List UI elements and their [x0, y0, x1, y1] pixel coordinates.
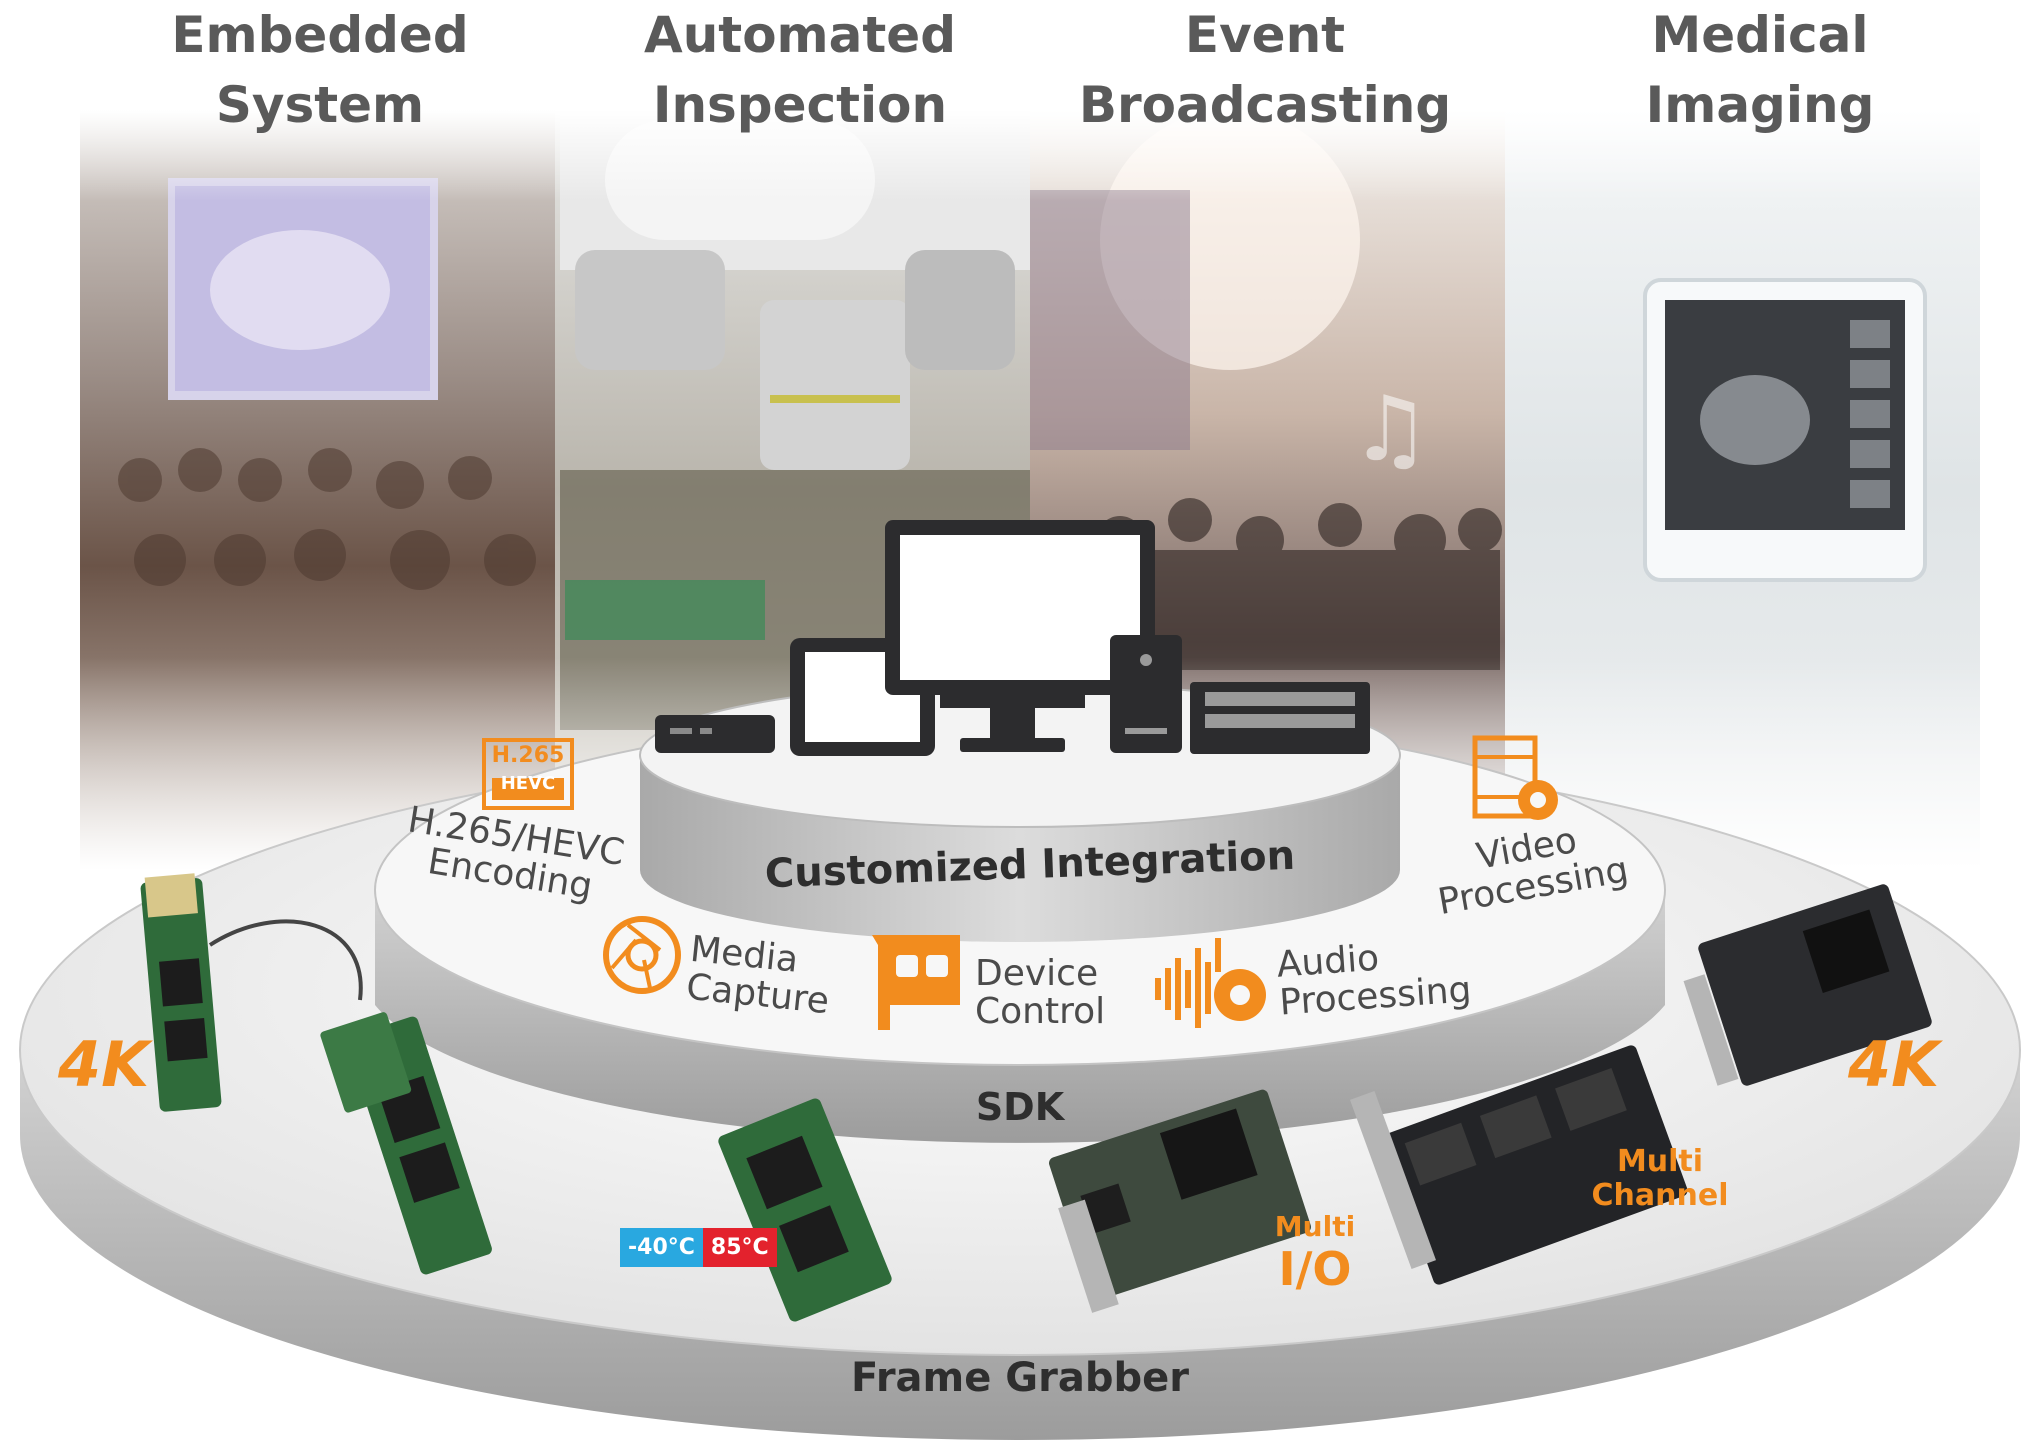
pcie-card-multi-io — [1049, 1089, 1311, 1313]
event-broadcasting-photo: ♫ — [1030, 110, 1505, 870]
multi-io-line2: I/O — [1278, 1242, 1352, 1296]
badge-4k-left: 4K — [58, 1028, 150, 1101]
category-automated-inspection: Automated Inspection — [540, 0, 1060, 140]
multi-io-label: Multi I/O — [1240, 1210, 1390, 1294]
category-line2: System — [215, 76, 425, 134]
aperture-icon — [603, 916, 681, 994]
category-line1: Embedded — [171, 6, 469, 64]
hevc-badge-line2: HEVC — [500, 773, 556, 794]
m2-card-right — [320, 1012, 492, 1275]
multi-channel-label: Multi Channel — [1550, 1145, 1770, 1213]
hevc-badge-icon — [482, 738, 574, 810]
monitor-icon — [885, 520, 1155, 752]
category-event-broadcasting: Event Broadcasting — [1005, 0, 1525, 140]
flex-cable — [208, 919, 363, 1001]
category-line1: Automated — [644, 6, 956, 64]
device-card-icon — [872, 935, 960, 1030]
category-line2: Imaging — [1645, 76, 1875, 134]
mini-pcie-card — [718, 1098, 892, 1322]
mini-pc-icon — [655, 715, 775, 753]
category-line2: Broadcasting — [1078, 76, 1452, 134]
rack-server-icon — [1190, 682, 1370, 754]
device-control-label: Device Control — [975, 955, 1105, 1031]
temperature-range-badge: -40°C 85°C — [620, 1228, 777, 1267]
multi-io-line1: Multi — [1274, 1210, 1356, 1243]
medical-imaging-photo — [1505, 110, 1980, 870]
temp-low: -40°C — [620, 1228, 703, 1267]
category-line2: Inspection — [652, 76, 948, 134]
sdk-feature-icons — [482, 735, 1558, 1030]
multi-channel-line1: Multi — [1616, 1144, 1704, 1179]
badge-4k-right: 4K — [1848, 1028, 1940, 1101]
tier-label-frame-grabber: Frame Grabber — [851, 1355, 1189, 1401]
audio-processing-label: Audio Processing — [1275, 933, 1472, 1024]
temp-high: 85°C — [702, 1228, 777, 1267]
desktop-tower-icon — [1110, 635, 1182, 753]
tier-label-sdk: SDK — [975, 1085, 1065, 1129]
pcie-card-multi-channel — [1350, 1045, 1688, 1285]
device-line1: Device — [975, 953, 1099, 994]
hevc-badge-line1: H.265 — [491, 743, 565, 768]
category-line1: Medical — [1651, 6, 1869, 64]
media-capture-label: Media Capture — [684, 929, 834, 1023]
category-medical-imaging: Medical Imaging — [1500, 0, 2020, 140]
category-embedded-system: Embedded System — [60, 0, 580, 140]
device-icons — [655, 520, 1370, 756]
category-line1: Event — [1184, 6, 1346, 64]
pcie-card-4k — [1683, 884, 1932, 1086]
multi-channel-line2: Channel — [1591, 1178, 1729, 1213]
audio-gear-icon — [1155, 938, 1266, 1028]
embedded-system-photo — [80, 110, 555, 870]
device-line2: Control — [975, 991, 1106, 1032]
hevc-badge-text: H.265 HEVC — [487, 740, 569, 796]
capture-cards — [140, 873, 1932, 1322]
m2-card-left — [140, 873, 222, 1112]
video-processing-icon — [1472, 735, 1558, 820]
